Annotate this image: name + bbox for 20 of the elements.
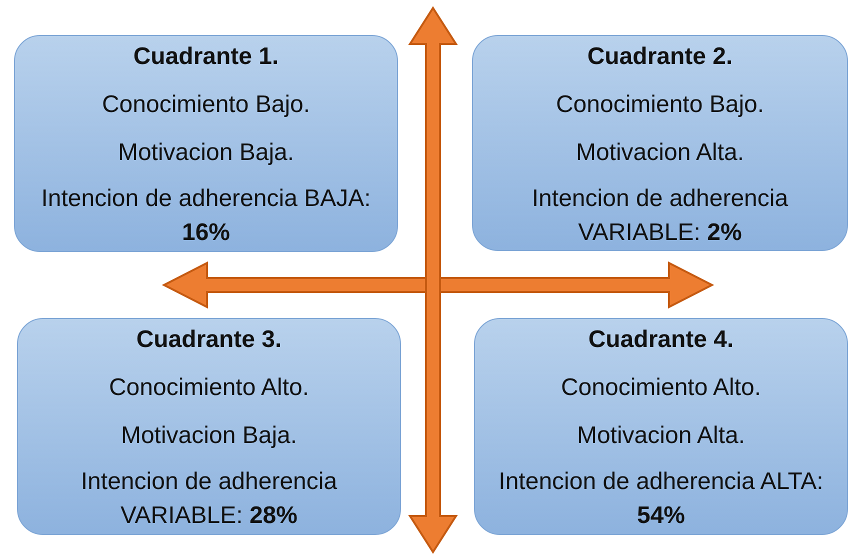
quadrant-box (17, 318, 401, 535)
quadrant-text: Conocimiento Alto. (108, 373, 310, 403)
quadrant-heading: Cuadrante 3. (136, 325, 282, 355)
quadrant-text: Conocimiento Alto. (560, 373, 762, 403)
quadrant-text: Motivacion Alta. (576, 421, 746, 451)
quadrant-text: Conocimiento Bajo. (556, 90, 764, 120)
quadrant-box (14, 35, 398, 252)
quadrant-text: Motivacion Alta. (576, 138, 744, 168)
adherence-text: Intencion de adherencia ALTA: 54% (498, 467, 824, 531)
quadrant-text: Conocimiento Bajo. (102, 90, 310, 120)
quadrant-heading: Cuadrante 4. (588, 325, 734, 355)
adherence-text: Intencion de adherencia BAJA: 16% (41, 184, 371, 248)
quadrant-heading: Cuadrante 1. (133, 42, 279, 72)
quadrant-text: Motivacion Baja. (120, 421, 298, 451)
quadrant-heading: Cuadrante 2. (587, 42, 733, 72)
quadrant-box (474, 318, 848, 535)
adherence-text: Intencion de adherencia VARIABLE: 2% (530, 184, 790, 248)
adherence-text: Intencion de adherencia VARIABLE: 28% (80, 467, 338, 531)
quadrant-box (472, 35, 848, 251)
quadrant-text: Motivacion Baja. (118, 138, 294, 168)
